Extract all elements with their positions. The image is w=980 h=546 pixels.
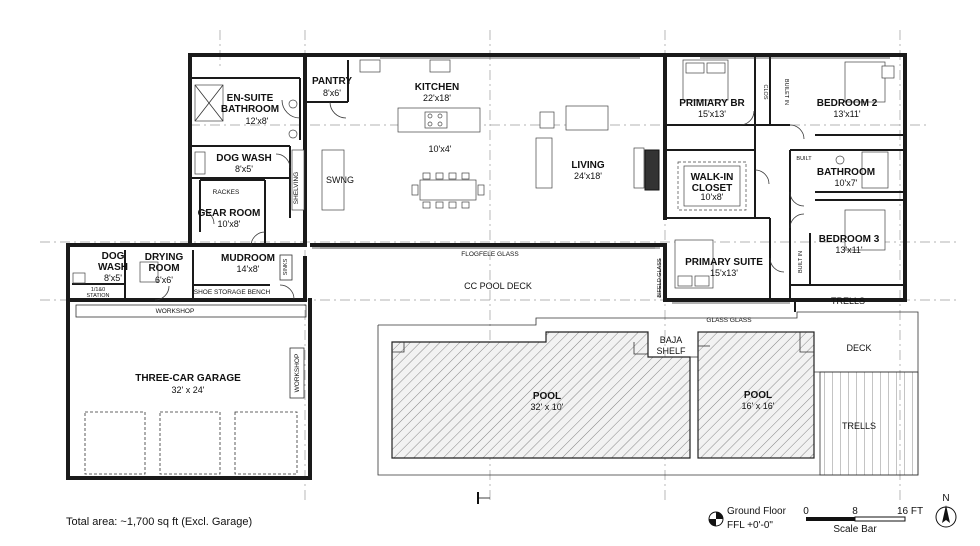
sinks-label: SINKS (283, 258, 289, 275)
furniture (72, 59, 895, 475)
north-arrow-icon (942, 505, 950, 523)
bedroom3-dim: 13'x11' (835, 245, 863, 255)
kitchen-dim: 22'x18' (423, 93, 451, 103)
legend-ffl: FFL +0'-0" (727, 520, 773, 531)
cc-pool-deck-label: CC POOL DECK (464, 281, 532, 291)
deck-label: DECK (846, 343, 871, 353)
swing-label: SWNG (326, 175, 354, 185)
pool2-dim: 16' x 16' (742, 401, 775, 411)
bed-3 (844, 209, 886, 251)
primary-suite-label: PRIMARY SUITE (685, 257, 763, 268)
dogwash-upper-dim: 8'x5' (235, 164, 253, 174)
total-area: Total area: ~1,700 sq ft (Excl. Garage) (66, 516, 253, 528)
pool-small (690, 331, 815, 459)
bathroom-label: BATHROOM (817, 167, 875, 178)
garage-dim: 32' x 24' (172, 385, 205, 395)
racks-label: RACKES (213, 189, 240, 196)
bifold-glass-label: BIFELD GLASS (657, 258, 663, 297)
built-in-top-label: BUILET IN (783, 79, 789, 105)
pantry-dim: 8'x6' (323, 88, 341, 98)
bedroom3-label: BEDROOM 3 (819, 234, 880, 245)
bedroom2-label: BEDROOM 2 (817, 98, 878, 109)
gear-dim: 10'x8' (218, 219, 241, 229)
interior-walls (72, 55, 905, 312)
primary-suite-dim: 15'x13' (710, 268, 738, 278)
swing (321, 149, 345, 211)
scale-bar-white (854, 516, 906, 522)
scale-tick-16: 16 FT (897, 506, 923, 517)
doors (154, 99, 805, 301)
dogwash-lower-dim: 8'x5' (104, 273, 122, 283)
trells-lower-label: TRELLS (842, 421, 876, 431)
primary-br-label: PRIMIARY BR (679, 98, 745, 109)
bathroom-dim: 10'x7' (835, 178, 858, 188)
dining-table (419, 179, 477, 201)
north-label: N (942, 493, 949, 504)
clos-label: CLOS (762, 85, 768, 100)
scale-bar-label: Scale Bar (833, 524, 877, 535)
scale-bar-black (806, 517, 855, 521)
pantry-label: PANTRY (312, 76, 352, 87)
trells-upper-label: TRELLS (831, 296, 865, 306)
walkin-dim: 10'x8' (701, 192, 724, 202)
ensuite-dim: 12'x8' (246, 116, 269, 126)
pool1-label: POOL (533, 391, 561, 402)
legend-title: Ground Floor (727, 506, 787, 517)
gear-label: GEAR ROOM (198, 208, 261, 219)
dogwash-upper-label: DOG WASH (216, 153, 272, 164)
garage-label: THREE-CAR GARAGE (135, 373, 241, 384)
island-dim: 10'x4' (429, 144, 452, 154)
primary-br-dim: 15'x13' (698, 109, 726, 119)
built-label: BUILT (796, 156, 812, 162)
scale-tick-0: 0 (803, 506, 809, 517)
glass-glass-label: GLASS GLASS (706, 317, 752, 324)
living-dim: 24'x18' (574, 171, 602, 181)
kitchen-label: KITCHEN (415, 82, 459, 93)
sofa-side (535, 137, 553, 189)
shoe-bench-label: SHOE STORAGE BENCH (194, 289, 271, 296)
mudroom-label: MUDROOM (221, 253, 275, 264)
annotation-labels: SWNG SHELVING RACKES SHOE STORAGE BENCH … (86, 79, 876, 431)
scale-tick-8: 8 (852, 506, 858, 517)
workshop-top-label: WORKSHOP (156, 308, 195, 315)
shelving-label: SHELVING (293, 172, 300, 204)
bedroom2-dim: 13'x11' (833, 109, 861, 119)
flogfele-glass-label: FLOGFELE GLASS (461, 251, 519, 258)
living-label: LIVING (571, 160, 605, 171)
drying-dim: 6'x6' (155, 275, 173, 285)
bed-2 (844, 61, 886, 103)
exterior-walls (66, 53, 907, 480)
workshop-side-label: WORKSHOP (294, 354, 301, 393)
sofa-top (565, 105, 609, 131)
windows (320, 57, 890, 304)
mudroom-dim: 14'x8' (237, 264, 260, 274)
pool2-label: POOL (744, 390, 772, 401)
built-in-side-label: BUILT IN (798, 251, 804, 273)
pool-large (391, 331, 691, 459)
pool1-dim: 32' x 10' (531, 402, 564, 412)
legend: Ground Floor FFL +0'-0" 0 8 16 FT Scale … (708, 493, 957, 535)
